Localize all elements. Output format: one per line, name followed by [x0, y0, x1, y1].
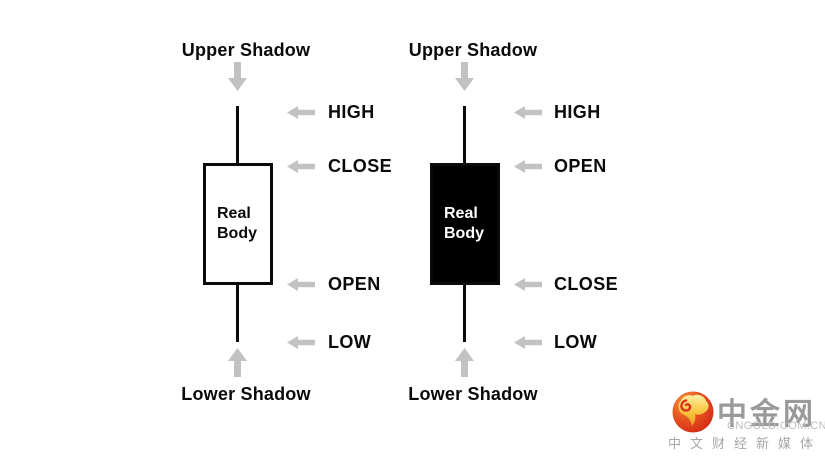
- price-label-high: HIGH: [514, 99, 601, 125]
- up-arrow-icon: [228, 348, 247, 377]
- cngold-logo: 中金网 CNGOLD.COM.CN 中文财经新媒体: [668, 389, 825, 454]
- candle-body-white: Real Body: [203, 163, 273, 285]
- left-arrow-icon: [514, 277, 542, 291]
- left-arrow-icon: [514, 335, 542, 349]
- upper-shadow-label: Upper Shadow: [181, 40, 311, 60]
- real-body-label: Real Body: [444, 205, 484, 242]
- left-arrow-icon: [287, 159, 315, 173]
- upper-shadow-label: Upper Shadow: [408, 40, 538, 60]
- price-label-open: OPEN: [287, 271, 381, 297]
- up-arrow-icon: [455, 348, 474, 377]
- upper-wick: [463, 106, 466, 164]
- price-label-close: CLOSE: [514, 271, 618, 297]
- cngold-logo-icon: [672, 391, 714, 433]
- price-label-high: HIGH: [287, 99, 375, 125]
- left-arrow-icon: [287, 277, 315, 291]
- lower-wick: [236, 285, 239, 342]
- real-body-label: Real Body: [217, 205, 257, 242]
- lower-shadow-label: Lower Shadow: [181, 384, 311, 404]
- upper-wick: [236, 106, 239, 164]
- left-arrow-icon: [514, 105, 542, 119]
- price-label-close: CLOSE: [287, 153, 392, 179]
- brand-name: 中金网: [717, 398, 816, 431]
- brand-domain: CNGOLD.COM.CN: [727, 420, 825, 432]
- lower-shadow-label: Lower Shadow: [408, 384, 538, 404]
- left-arrow-icon: [514, 159, 542, 173]
- lower-wick: [463, 285, 466, 342]
- price-label-open: OPEN: [514, 153, 607, 179]
- brand-tagline: 中文财经新媒体: [668, 436, 823, 451]
- down-arrow-icon: [455, 62, 474, 91]
- down-arrow-icon: [228, 62, 247, 91]
- left-arrow-icon: [287, 335, 315, 349]
- price-label-low: LOW: [514, 329, 597, 355]
- price-label-low: LOW: [287, 329, 371, 355]
- candle-body-black: Real Body: [430, 163, 500, 285]
- left-arrow-icon: [287, 105, 315, 119]
